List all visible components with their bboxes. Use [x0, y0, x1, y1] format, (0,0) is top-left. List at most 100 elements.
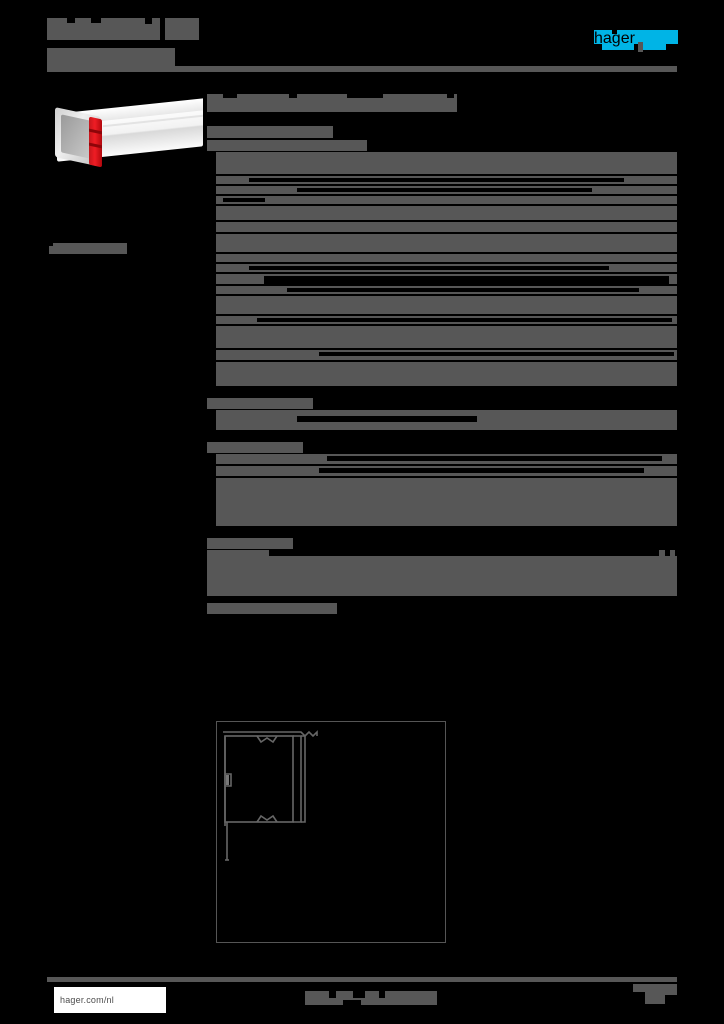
header-title-gap [160, 18, 165, 40]
row-separator [207, 284, 677, 286]
product-caption [49, 243, 127, 254]
table-row [207, 326, 677, 348]
hager-logo[interactable]: hager [594, 28, 678, 54]
table-row [207, 316, 677, 324]
table-row [207, 206, 677, 220]
section-heading-label [207, 398, 313, 409]
row-label-notch [207, 152, 216, 174]
drawing-caption [207, 600, 677, 616]
footer-divider [47, 977, 677, 982]
row-separator [207, 262, 677, 264]
footer-gap [379, 991, 385, 998]
table-row [207, 478, 677, 526]
hager-logo-notch [634, 44, 640, 54]
hager-logo-notch [612, 28, 617, 34]
page-subtitle [207, 126, 333, 138]
table-row [207, 186, 677, 194]
row-separator [207, 204, 677, 206]
row-separator [207, 476, 677, 478]
row-label-notch [207, 206, 216, 220]
dimensions-table [207, 550, 677, 596]
row-separator [207, 194, 677, 196]
row-label-notch [207, 274, 216, 284]
header-divider [47, 66, 677, 72]
row-label-notch [207, 254, 216, 262]
row-separator [207, 272, 677, 274]
row-separator [207, 314, 677, 316]
product-caption-notch [49, 243, 53, 246]
row-separator [207, 324, 677, 326]
section-heading [207, 440, 677, 454]
row-separator [207, 252, 677, 254]
row-label-notch [207, 186, 216, 194]
row-label-notch [207, 362, 216, 386]
row-label-notch [207, 222, 216, 232]
footer-center-text [305, 991, 437, 1005]
section-spacer [207, 430, 677, 440]
trunking-red-clip [89, 116, 102, 168]
footer-page-number [633, 984, 677, 1004]
row-label-notch [207, 286, 216, 294]
row-label-notch [207, 264, 216, 272]
header-title-line-1 [47, 18, 175, 40]
row-label-notch [207, 234, 216, 252]
section-spacer [207, 386, 677, 396]
trunking-cross-section-icon [217, 722, 445, 940]
table-row [207, 196, 677, 204]
row-separator [207, 174, 677, 176]
table-row [207, 296, 677, 314]
header-title-gap [91, 18, 101, 23]
footer-url[interactable]: hager.com/nl [54, 987, 166, 1013]
table-row [207, 410, 677, 430]
footer-page-gap [633, 992, 645, 1004]
page-title [207, 88, 677, 138]
section-spacer [207, 526, 677, 536]
row-label-notch [207, 296, 216, 314]
page-title-gap [447, 94, 454, 98]
row-separator [207, 294, 677, 296]
main-content [207, 88, 677, 616]
page-title-gap [347, 94, 383, 98]
header-title-line-2 [47, 43, 175, 66]
section-heading [207, 138, 677, 152]
row-value-redaction [319, 468, 644, 473]
table-row [207, 234, 677, 252]
dimensions-block [207, 536, 677, 596]
table-row [207, 254, 677, 262]
row-value-redaction [297, 188, 592, 192]
row-label-notch [207, 478, 216, 526]
section-heading [207, 396, 677, 410]
row-value-redaction [264, 276, 669, 285]
table-row [207, 222, 677, 232]
row-label-notch [207, 350, 216, 360]
row-value-redaction [319, 352, 674, 356]
header-title-gap [145, 18, 152, 24]
hager-logo-notch [594, 44, 602, 54]
page-title-text [207, 94, 457, 112]
table-row [207, 176, 677, 184]
row-value-redaction [249, 266, 609, 270]
footer-gap [343, 1000, 361, 1005]
row-value-redaction [257, 318, 672, 322]
row-label-notch [207, 326, 216, 348]
table-row [207, 274, 677, 285]
dimensions-heading [207, 536, 677, 550]
footer-gap [329, 991, 336, 998]
table-row [207, 454, 677, 464]
spec-tables [207, 138, 677, 536]
row-label-notch [207, 316, 216, 324]
spec-table [207, 410, 677, 430]
row-value-redaction [297, 416, 477, 422]
spec-table [207, 454, 677, 526]
row-label-notch [207, 176, 216, 184]
page-title-gap [289, 94, 297, 98]
row-value-redaction [249, 178, 624, 182]
row-value-redaction [287, 288, 639, 292]
row-separator [207, 220, 677, 222]
table-row [207, 286, 677, 294]
table-row [207, 362, 677, 386]
row-separator [207, 232, 677, 234]
header-title-gap [47, 43, 175, 48]
row-value-redaction [223, 198, 265, 202]
section-heading-label [207, 140, 367, 151]
